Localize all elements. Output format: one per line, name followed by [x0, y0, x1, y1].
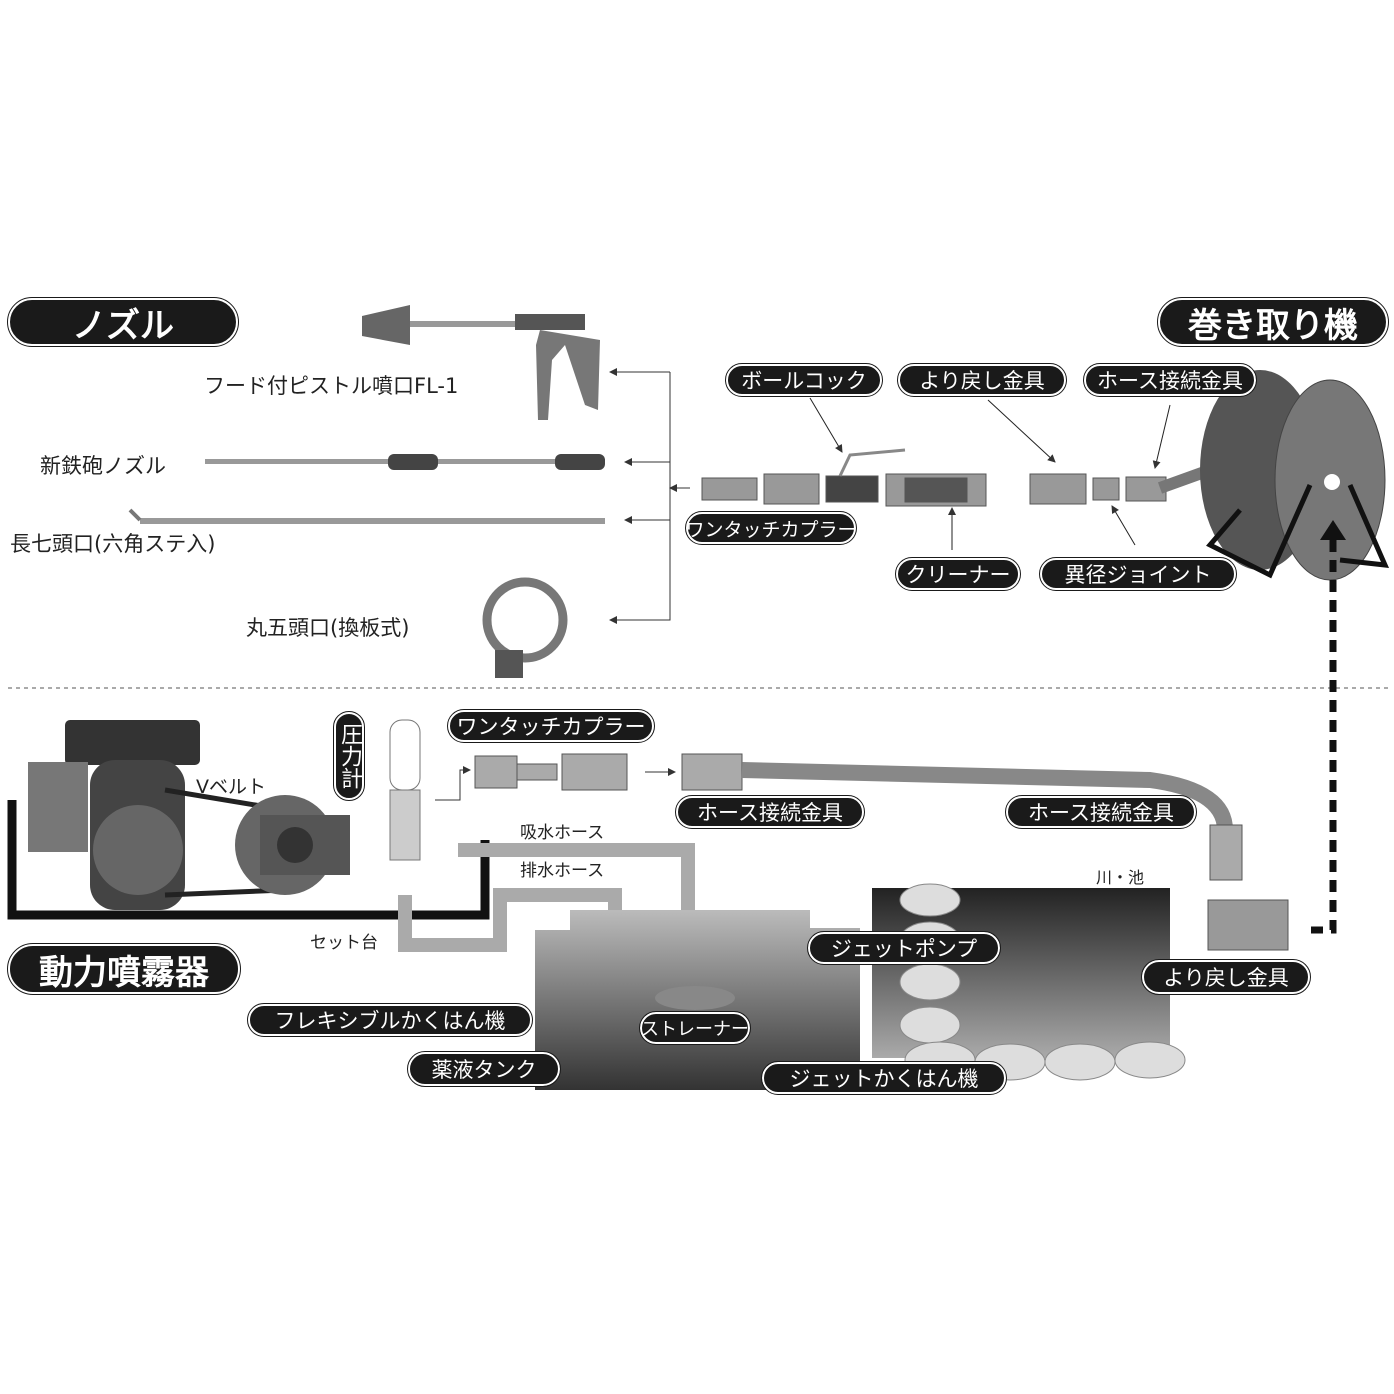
section-title-nozzle: ノズル — [7, 297, 239, 347]
round5-nozzle-image — [482, 577, 568, 678]
pressure-hose — [741, 762, 1233, 831]
label-hose-fitting: ホース接続金具 — [1083, 363, 1257, 397]
long7-nozzle-image — [128, 508, 605, 524]
label-chemical-tank: 薬液タンク — [407, 1051, 561, 1087]
label-sprayer-coupler: ワンタッチカプラー — [447, 709, 655, 743]
label-suction-hose: 吸水ホース — [520, 823, 605, 843]
label-gun-nozzle: 新鉄砲ノズル — [40, 454, 166, 478]
label-flex-agitator: フレキシブルかくはん機 — [247, 1003, 533, 1037]
set-base-frame — [7, 800, 490, 920]
label-strainer: ストレーナー — [639, 1011, 751, 1045]
pump-image — [235, 719, 421, 895]
strainer-image — [655, 986, 735, 1010]
pistol-nozzle-image — [362, 305, 600, 420]
reel-connection-dashed-line — [1310, 540, 1337, 934]
reel-fittings-image — [701, 448, 1167, 507]
drain-hose — [398, 888, 622, 960]
label-hose-fitting-1: ホース接続金具 — [675, 795, 865, 829]
label-ball-cock: ボールコック — [725, 363, 883, 397]
engine-image — [28, 720, 200, 910]
hose-reel-image — [1157, 370, 1390, 581]
sprayer-coupler-image — [474, 753, 743, 791]
label-pressure-gauge: 圧力計 — [333, 711, 365, 801]
section-title-reel: 巻き取り機 — [1157, 297, 1389, 347]
label-hose-fitting-2: ホース接続金具 — [1005, 795, 1197, 829]
gun-nozzle-image — [205, 454, 605, 470]
label-jet-agitator: ジェットかくはん機 — [761, 1061, 1007, 1095]
label-sprayer-swivel: より戻し金具 — [1141, 959, 1311, 995]
label-round5-nozzle: 丸五頭口(換板式) — [246, 616, 410, 640]
label-drain-hose: 排水ホース — [520, 861, 605, 881]
label-coupler: ワンタッチカプラー — [685, 511, 857, 545]
section-title-power-sprayer: 動力噴霧器 — [7, 943, 241, 995]
label-jet-pump: ジェットポンプ — [807, 931, 1001, 965]
label-reducer-joint: 異径ジョイント — [1039, 557, 1237, 591]
label-v-belt: Vベルト — [196, 776, 266, 798]
label-long7-nozzle: 長七頭口(六角ステ入) — [10, 532, 216, 556]
label-pistol-nozzle: フード付ピストル噴口FL-1 — [204, 374, 459, 398]
label-swivel-fitting: より戻し金具 — [897, 363, 1067, 397]
label-cleaner: クリーナー — [895, 557, 1021, 591]
label-river-pond: 川・池 — [1096, 868, 1145, 887]
label-set-base: セット台 — [310, 933, 378, 953]
